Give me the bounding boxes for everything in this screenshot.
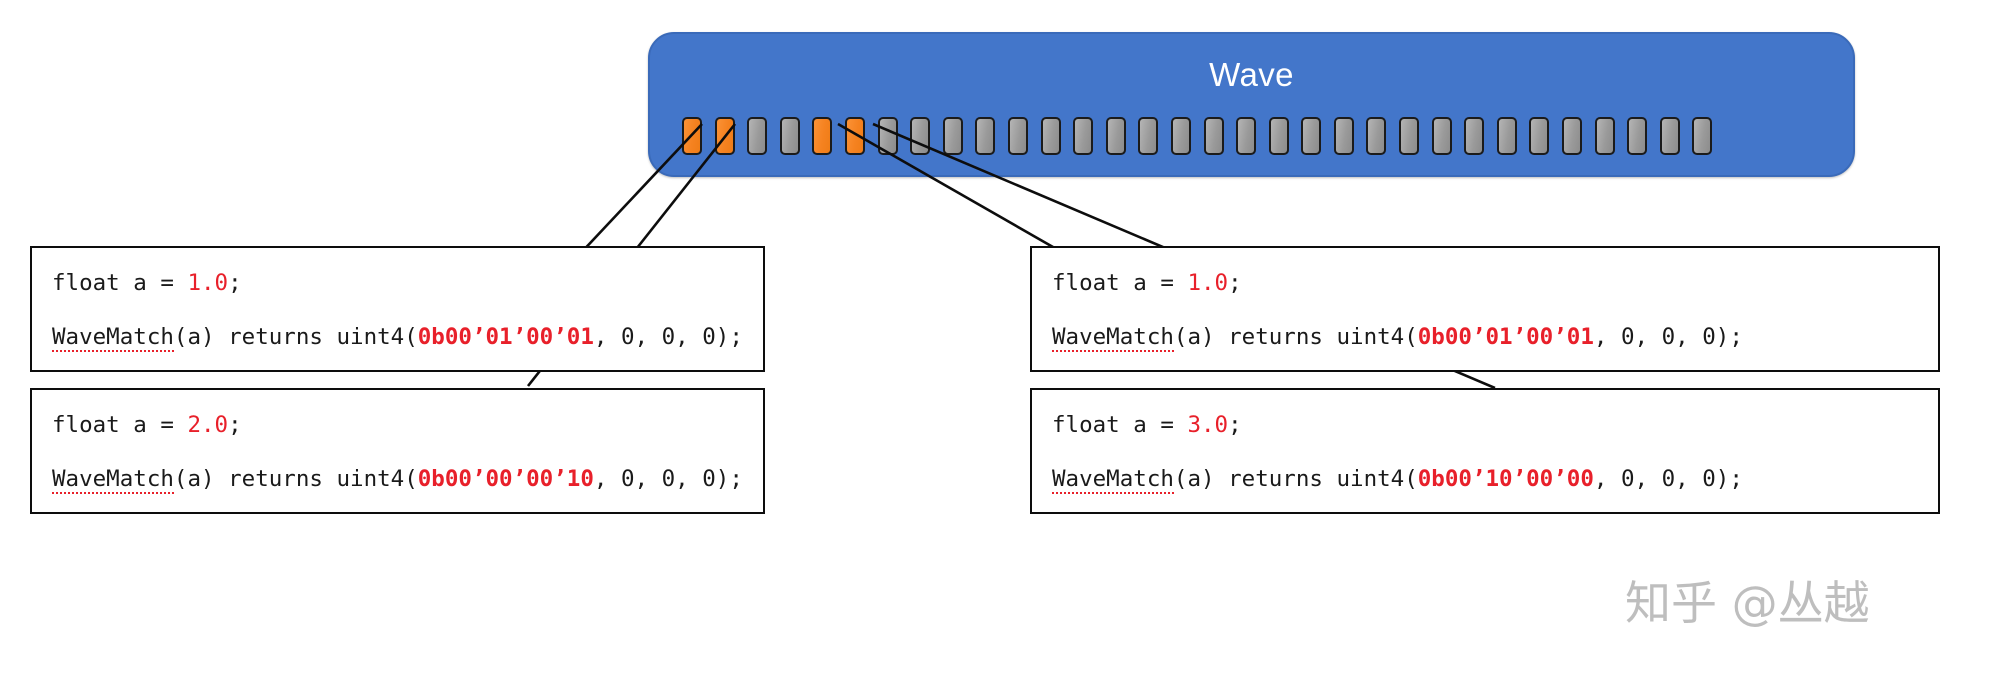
declaration-value: 3.0: [1187, 412, 1229, 438]
wave-lane: [1073, 117, 1094, 155]
wavematch-tail: , 0, 0, 0);: [593, 466, 743, 492]
code-box-bottom-right: float a = 3.0; WaveMatch(a) returns uint…: [1030, 388, 1940, 514]
wavematch-middle: (a) returns uint4(: [1173, 324, 1418, 350]
wavematch-identifier: WaveMatch: [1052, 324, 1174, 352]
wave-lane: [1399, 117, 1420, 155]
wave-lane: [844, 117, 865, 155]
declaration-suffix: ;: [1228, 270, 1242, 296]
declaration-line: float a = 1.0;: [1052, 270, 1242, 296]
wave-lane-row: [682, 114, 1832, 158]
wavematch-line: WaveMatch(a) returns uint4(0b00’01’00’01…: [52, 324, 743, 352]
wave-lane: [1301, 117, 1322, 155]
wavematch-identifier: WaveMatch: [52, 466, 174, 494]
declaration-prefix: float a =: [1052, 412, 1188, 438]
wave-lane: [975, 117, 996, 155]
wavematch-bitmask: 0b00’10’00’00: [1417, 466, 1594, 492]
wave-lane: [1594, 117, 1615, 155]
wavematch-middle: (a) returns uint4(: [1173, 466, 1418, 492]
declaration-prefix: float a =: [52, 270, 188, 296]
declaration-value: 1.0: [187, 270, 229, 296]
wave-lane: [877, 117, 898, 155]
wave-lane: [1040, 117, 1061, 155]
wave-lane: [942, 117, 963, 155]
wavematch-identifier: WaveMatch: [1052, 466, 1174, 494]
wavematch-bitmask: 0b00’00’00’10: [417, 466, 594, 492]
code-box-top-right: float a = 1.0; WaveMatch(a) returns uint…: [1030, 246, 1940, 372]
declaration-line: float a = 2.0;: [52, 412, 242, 438]
wave-lane: [1203, 117, 1224, 155]
wave-lane: [1627, 117, 1648, 155]
wave-title: Wave: [1209, 56, 1294, 93]
wavematch-bitmask: 0b00’01’00’01: [1417, 324, 1594, 350]
wave-lane: [1431, 117, 1452, 155]
wavematch-line: WaveMatch(a) returns uint4(0b00’01’00’01…: [1052, 324, 1743, 352]
code-box-top-left: float a = 1.0; WaveMatch(a) returns uint…: [30, 246, 765, 372]
wave-lane: [1659, 117, 1680, 155]
wave-lane: [1138, 117, 1159, 155]
wavematch-middle: (a) returns uint4(: [173, 466, 418, 492]
wavematch-tail: , 0, 0, 0);: [593, 324, 743, 350]
wavematch-middle: (a) returns uint4(: [173, 324, 418, 350]
wave-lane: [1007, 117, 1028, 155]
wave-lane: [1529, 117, 1550, 155]
wavematch-tail: , 0, 0, 0);: [1593, 466, 1743, 492]
wave-lane: [1236, 117, 1257, 155]
wavematch-line: WaveMatch(a) returns uint4(0b00’00’00’10…: [52, 466, 743, 494]
wave-lane: [1366, 117, 1387, 155]
wave-block: Wave: [648, 32, 1855, 177]
wave-lane: [1105, 117, 1126, 155]
declaration-value: 2.0: [187, 412, 229, 438]
watermark: 知乎 @丛越: [1625, 576, 1870, 630]
wave-lane: [1496, 117, 1517, 155]
wave-lane: [1333, 117, 1354, 155]
wavematch-bitmask: 0b00’01’00’01: [417, 324, 594, 350]
declaration-suffix: ;: [228, 270, 242, 296]
wavematch-identifier: WaveMatch: [52, 324, 174, 352]
wave-lane: [1464, 117, 1485, 155]
declaration-prefix: float a =: [1052, 270, 1188, 296]
code-box-bottom-left: float a = 2.0; WaveMatch(a) returns uint…: [30, 388, 765, 514]
wavematch-line: WaveMatch(a) returns uint4(0b00’10’00’00…: [1052, 466, 1743, 494]
wave-lane: [1268, 117, 1289, 155]
declaration-suffix: ;: [1228, 412, 1242, 438]
wavematch-tail: , 0, 0, 0);: [1593, 324, 1743, 350]
wave-lane: [812, 117, 833, 155]
declaration-line: float a = 1.0;: [52, 270, 242, 296]
wave-lane: [1170, 117, 1191, 155]
wave-lane: [1562, 117, 1583, 155]
wave-lane: [1692, 117, 1713, 155]
declaration-suffix: ;: [228, 412, 242, 438]
declaration-line: float a = 3.0;: [1052, 412, 1242, 438]
wave-lane: [779, 117, 800, 155]
wave-lane: [747, 117, 768, 155]
declaration-prefix: float a =: [52, 412, 188, 438]
declaration-value: 1.0: [1187, 270, 1229, 296]
